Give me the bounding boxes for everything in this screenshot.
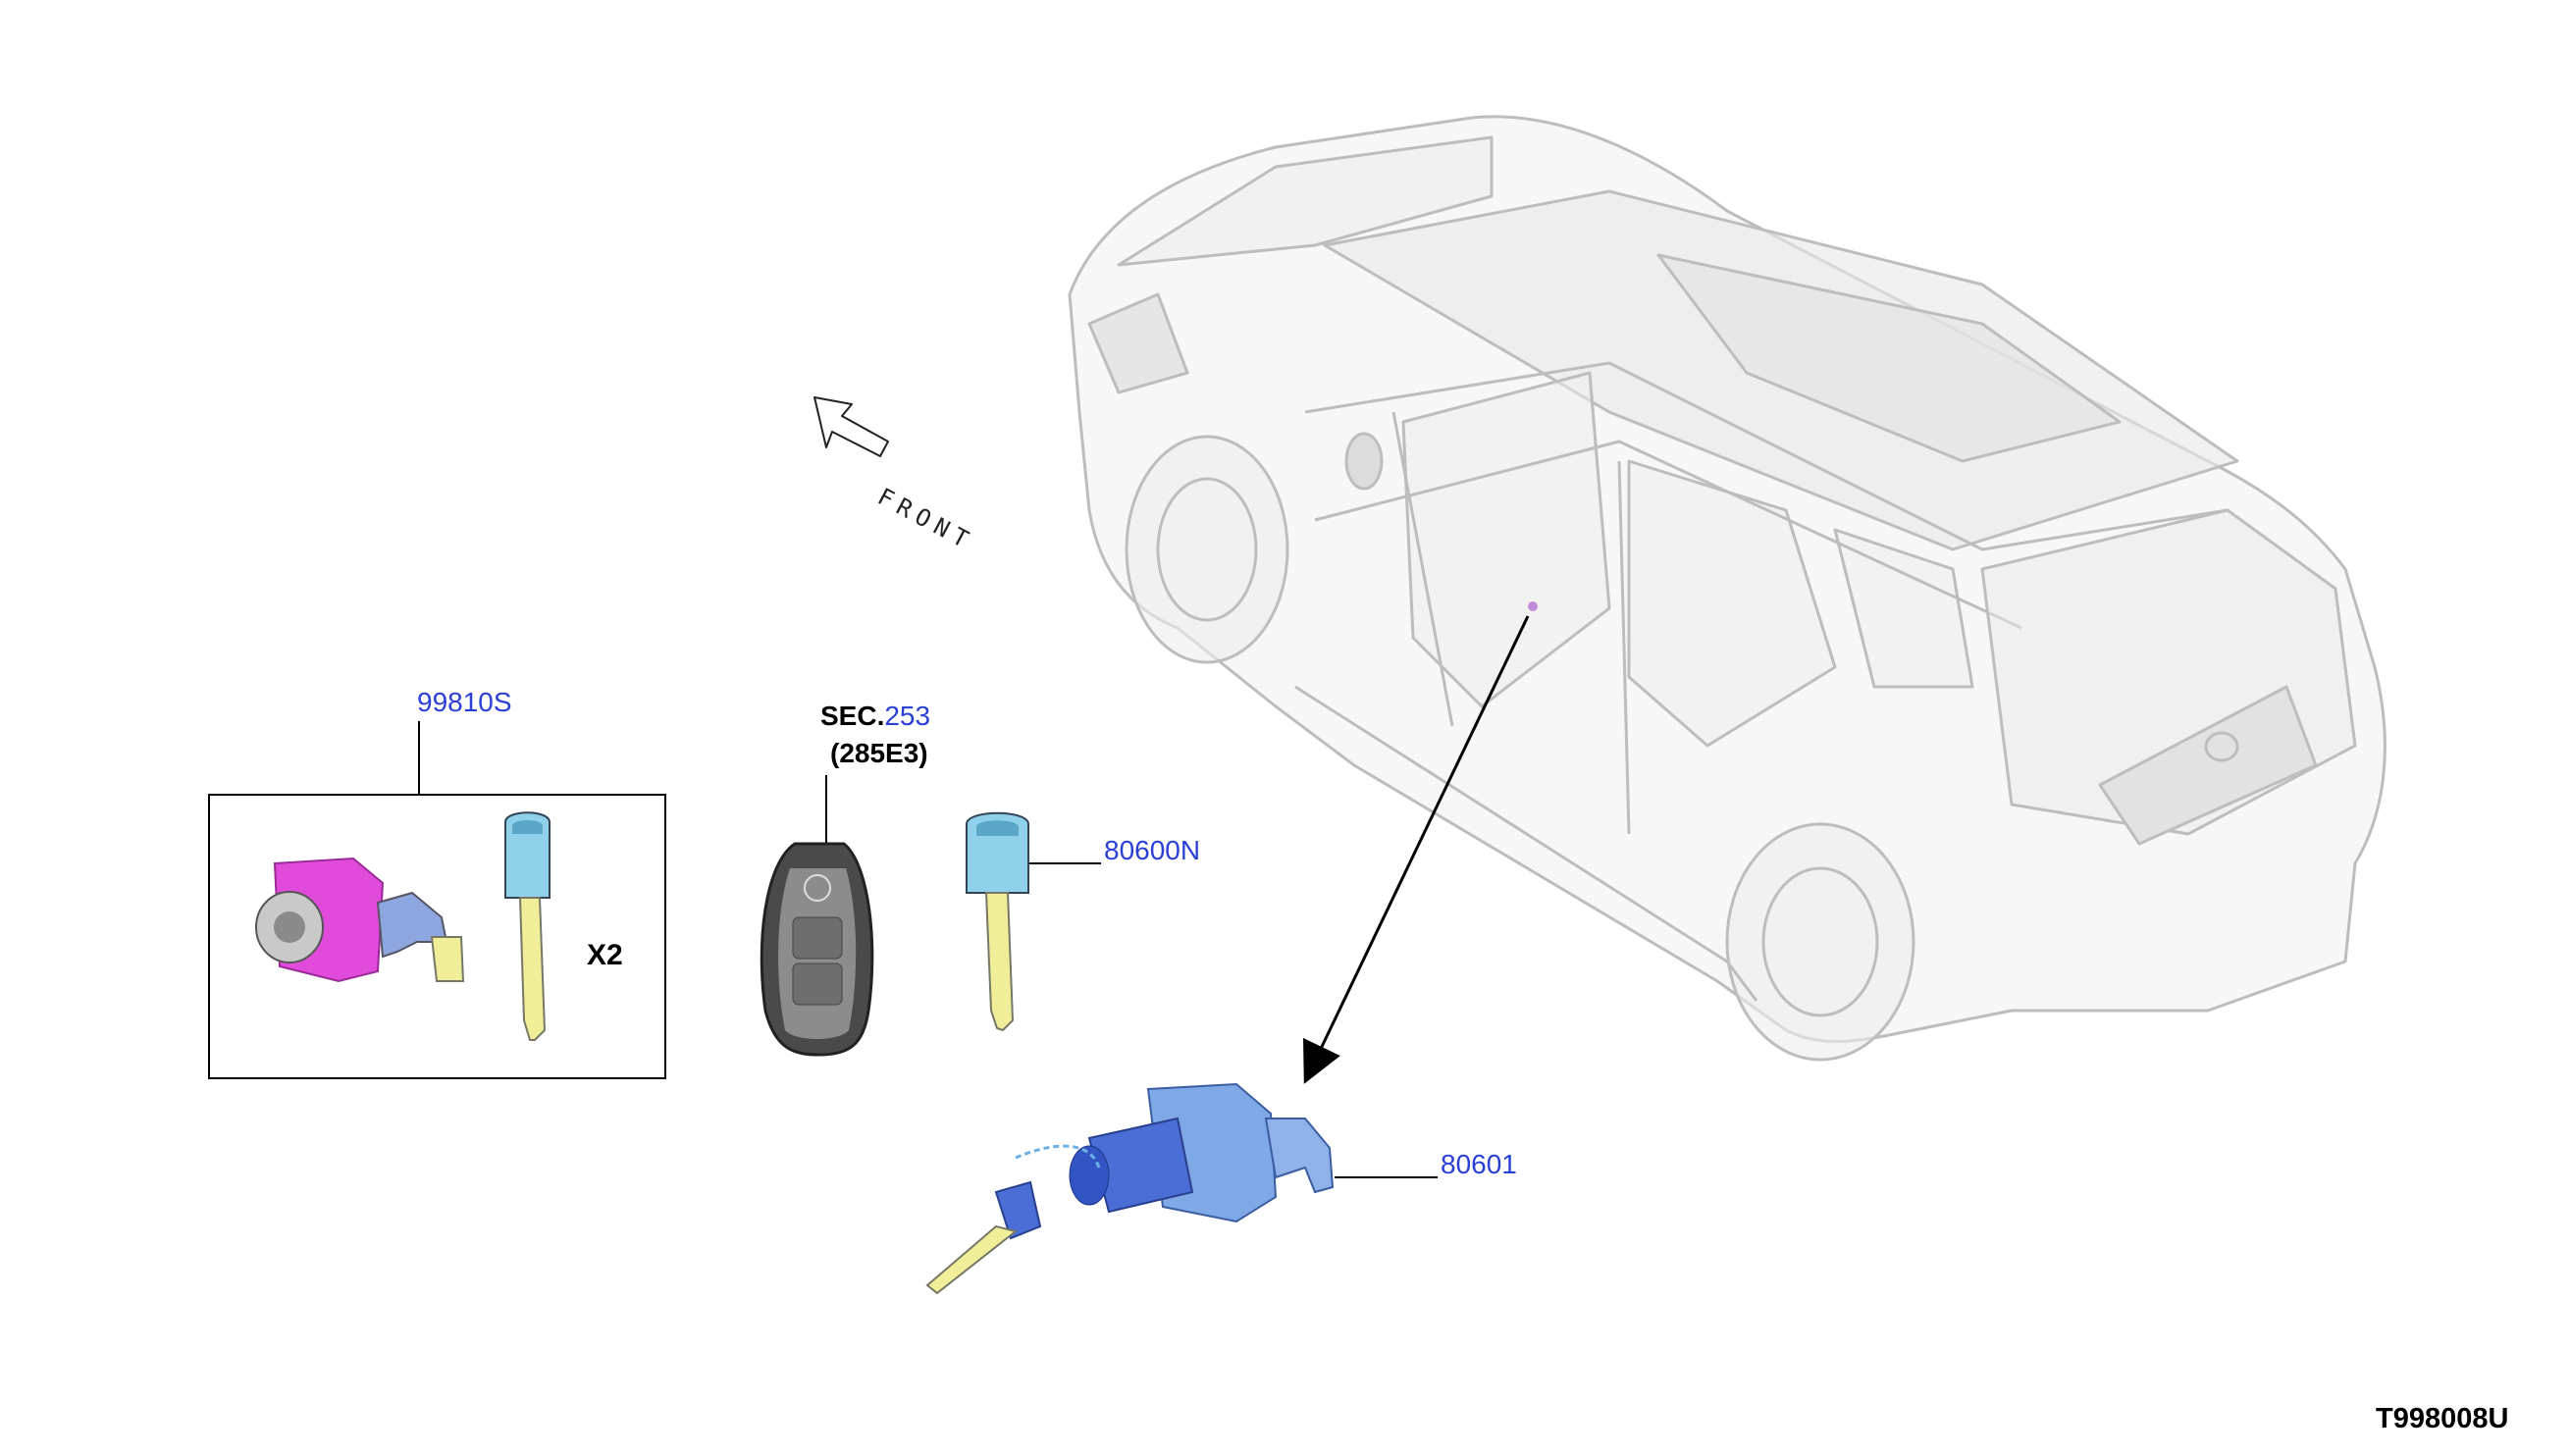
- sec-sub-reference: (285E3): [830, 738, 928, 768]
- kit-box: [208, 794, 666, 1079]
- quantity-label: X2: [587, 939, 623, 971]
- sec-prefix: SEC.: [820, 701, 885, 731]
- front-arrow-icon: [813, 396, 889, 457]
- lock-cylinder-magenta: [255, 857, 465, 983]
- part-number-80601[interactable]: 80601: [1441, 1149, 1517, 1179]
- key-in-kit: [504, 811, 551, 1041]
- sec-number[interactable]: 253: [884, 701, 931, 731]
- part-number-80600n[interactable]: 80600N: [1104, 835, 1201, 865]
- door-lock-cylinder-80601: [925, 1082, 1335, 1295]
- smart-key-icon: [760, 842, 874, 1057]
- key-80600n: [966, 811, 1029, 1032]
- part-number-99810s[interactable]: 99810S: [417, 687, 512, 717]
- vehicle-illustration: [1068, 115, 2386, 1062]
- sec-reference[interactable]: SEC.253: [820, 701, 930, 732]
- drawing-code: T998008U: [2376, 1403, 2509, 1434]
- leader-arrow: [1303, 615, 1530, 1084]
